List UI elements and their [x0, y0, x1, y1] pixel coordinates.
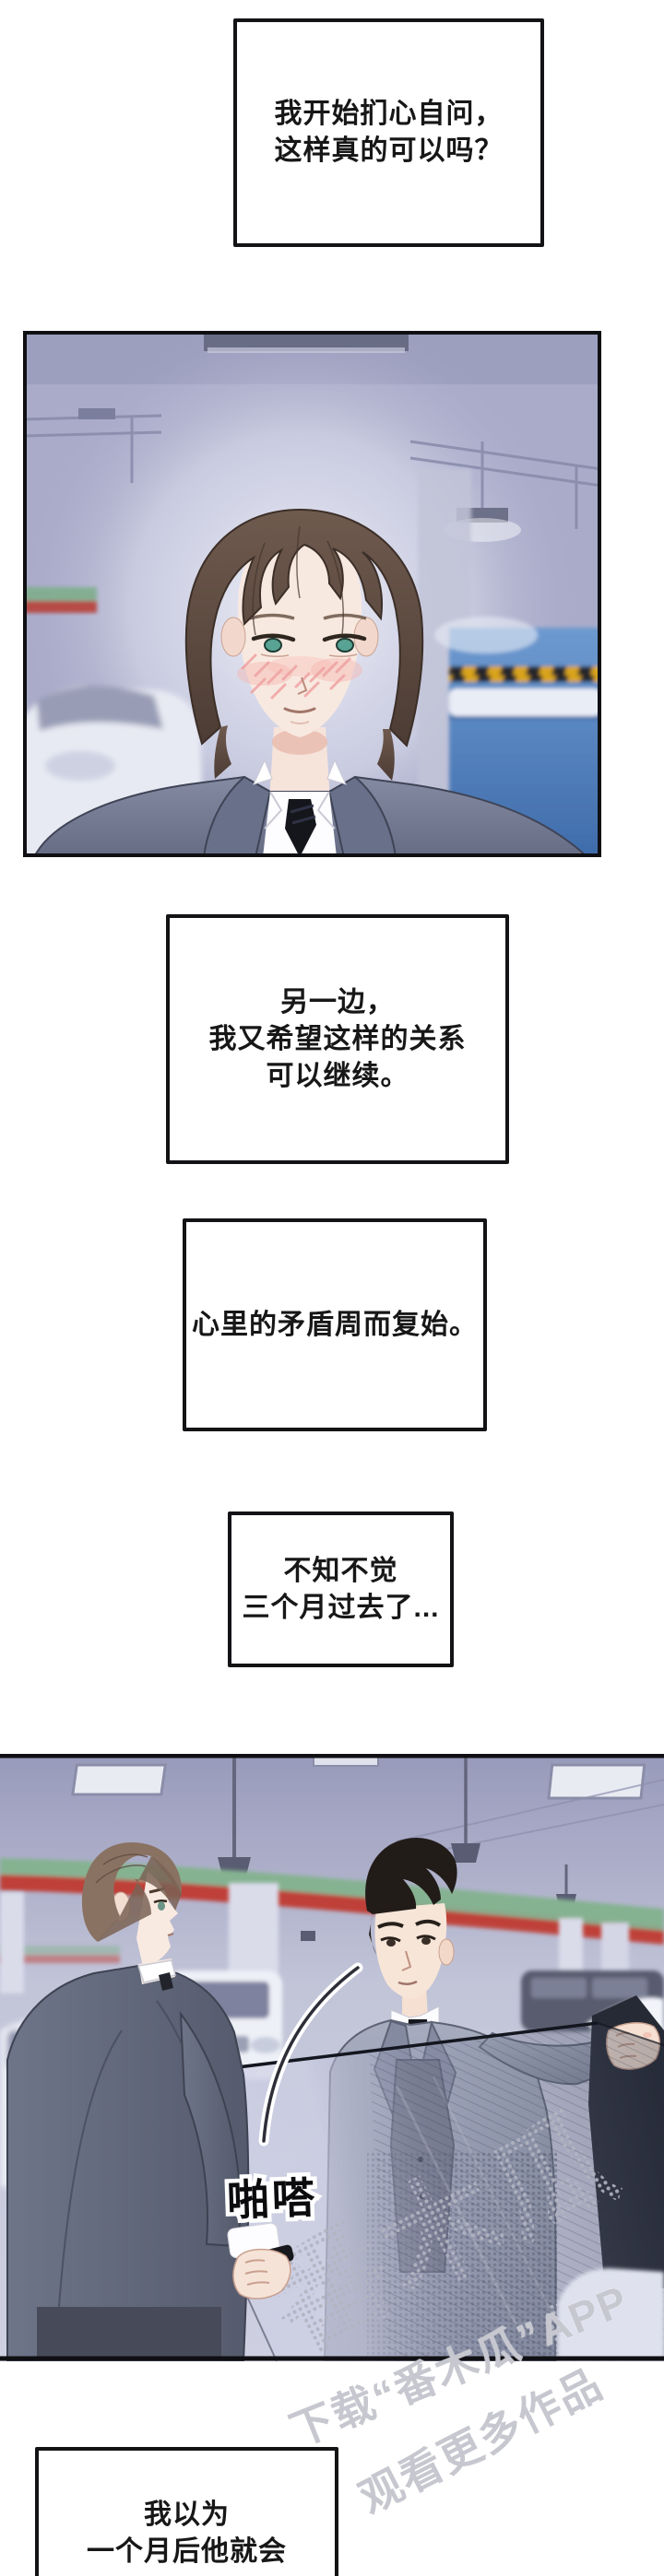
hair: [184, 508, 424, 747]
motion-line: [258, 1962, 363, 2147]
caption-box-2: 另一边， 我又希望这样的关系 可以继续。: [166, 914, 509, 1164]
blushing-man: [32, 508, 589, 857]
caption-text: 不知不觉: [283, 1555, 398, 1586]
hair: [81, 1842, 183, 1942]
caption-text: 我开始扪心自问，: [274, 99, 504, 129]
caption-box-1: 我开始扪心自问， 这样真的可以吗？: [233, 18, 544, 247]
hair: [365, 1837, 457, 1914]
caption-text: 这样真的可以吗？: [274, 135, 504, 166]
caption-box-4: 不知不觉 三个月过去了...: [228, 1511, 454, 1667]
brown-haired-man: [6, 1842, 294, 2361]
caption-text: 三个月过去了...: [242, 1592, 440, 1623]
ear: [438, 1938, 455, 1966]
hazard-stripe: [449, 666, 601, 682]
caption-text: 我以为: [144, 2500, 230, 2530]
ear: [220, 617, 246, 657]
nose: [297, 676, 308, 695]
caption-text: 心里的矛盾周而复始。: [192, 1309, 478, 1340]
ceiling-light-fixture: [204, 333, 409, 353]
caption-text: 一个月后他就会: [87, 2536, 287, 2567]
eyebrow: [323, 613, 367, 620]
collar: [326, 759, 347, 785]
mouth: [283, 707, 316, 713]
arm-sleeve: [179, 2010, 242, 2248]
mouth: [167, 1933, 174, 1936]
nose: [401, 1950, 412, 1971]
sfx-pata: 啪嗒 啪嗒: [222, 2164, 323, 2229]
face: [374, 1903, 447, 1999]
white-car-bottom-right: [558, 2268, 664, 2361]
eyes: [380, 1935, 436, 1947]
lapel: [327, 775, 397, 857]
caption-box-5: 我以为 一个月后他就会: [35, 2447, 338, 2576]
eye: [153, 1899, 168, 1911]
panel-border: [23, 331, 601, 857]
panel-1-illustration: [23, 331, 601, 857]
trousers: [37, 2307, 221, 2361]
caption-text: 另一边，: [280, 986, 395, 1017]
lapel: [202, 775, 272, 857]
face-profile: [136, 1872, 178, 1967]
tie-sliver: [159, 1972, 173, 1991]
striped-beam: [23, 587, 97, 613]
caption-box-3: 心里的矛盾周而复始。: [183, 1218, 487, 1431]
caption-text: 我又希望这样的关系: [208, 1023, 467, 1054]
eyebrow: [377, 1922, 404, 1929]
mouth: [397, 1980, 418, 1985]
eyebrow: [415, 1919, 442, 1927]
eyes: [251, 633, 367, 658]
collar: [253, 759, 273, 785]
panel-2-illustration: 番木瓜: [0, 1754, 664, 2361]
tie: [285, 799, 316, 857]
sfx-text: 啪嗒: [226, 2173, 318, 2225]
caption-text: 可以继续。: [266, 1060, 409, 1091]
hand-with-key: [232, 2244, 294, 2300]
blush: [237, 653, 362, 700]
